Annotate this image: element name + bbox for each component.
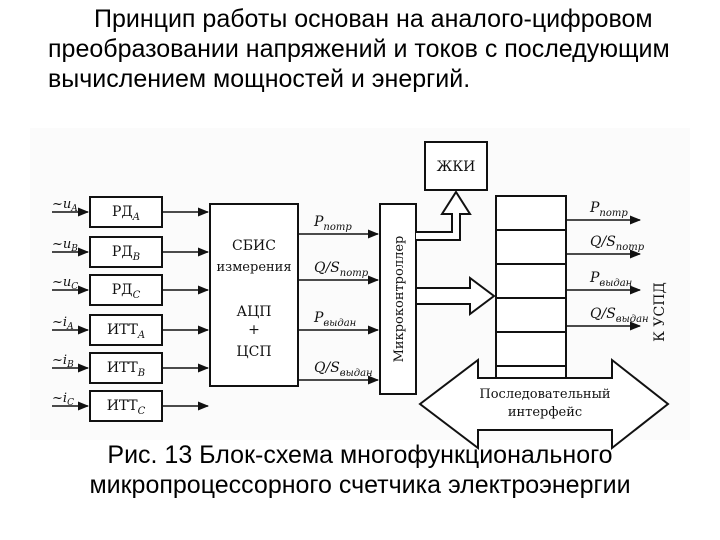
sbis-signal-label-3: Q/Sвыдан: [314, 360, 373, 379]
serial-interface-arrow: Последовательный интерфейс: [418, 357, 670, 451]
input-label-1: ~uB: [52, 237, 78, 254]
register-cell-2: [495, 263, 567, 299]
figure-caption: Рис. 13 Блок-схема многофункционального …: [0, 440, 720, 500]
sbis-signal-label-0: Pпотр: [313, 214, 352, 233]
sbis-line2: измерения: [216, 260, 291, 275]
sensor-blocks: РДA РДB РДC ИТТA ИТТB ИТТC: [89, 196, 210, 422]
output-register: [415, 195, 567, 401]
microcontroller-block: Микроконтроллер: [379, 203, 417, 395]
sensor-label-5: ИТТC: [107, 398, 146, 417]
microcontroller-label: Микроконтроллер: [392, 236, 407, 363]
sbis-line1: СБИС: [232, 238, 276, 254]
register-cell-0: [495, 195, 567, 231]
serial-interface-line2: интерфейс: [508, 405, 582, 420]
sensor-label-4: ИТТB: [107, 360, 145, 379]
register-cell-4: [495, 331, 567, 367]
display-arrow: [416, 190, 472, 241]
sbis-line4: +: [248, 322, 260, 338]
sensor-label-3: ИТТA: [107, 322, 145, 341]
display-label: ЖКИ: [437, 159, 476, 175]
input-label-5: ~iC: [52, 391, 74, 408]
sensor-box-4: [89, 352, 163, 384]
sbis-block: СБИС измерения АЦП + ЦСП: [209, 203, 299, 387]
output-signal-label-2: Pвыдан: [589, 270, 632, 289]
sensor-label-0: РДA: [112, 204, 140, 223]
display-block: ЖКИ: [424, 141, 488, 191]
sbis-line3: АЦП: [236, 304, 271, 320]
caption-line1: Рис. 13 Блок-схема многофункционального: [107, 441, 613, 469]
sensor-label-1: РДB: [112, 244, 140, 263]
intro-text: Принцип работы основан на аналого-цифров…: [48, 5, 670, 93]
output-signal-label-1: Q/Sпотр: [590, 234, 645, 253]
input-signals: ~uA ~uB ~uC ~iA ~iB ~iC: [52, 197, 90, 411]
register-input-arrow: [415, 276, 496, 316]
sensor-label-2: РДC: [112, 282, 141, 301]
serial-interface-line1: Последовательный: [479, 387, 610, 402]
input-label-4: ~iB: [52, 353, 74, 370]
register-cell-1: [495, 229, 567, 265]
sbis-signal-label-2: Pвыдан: [313, 310, 356, 329]
input-label-0: ~uA: [52, 197, 78, 214]
output-signal-label-0: Pпотр: [589, 200, 628, 219]
register-cell-3: [495, 297, 567, 333]
caption-line2: микропроцессорного счетчика электроэнерг…: [89, 471, 631, 499]
output-destination-label: К УСПД: [652, 282, 668, 342]
sbis-signal-label-1: Q/Sпотр: [314, 260, 369, 279]
output-signal-label-3: Q/Sвыдан: [590, 306, 649, 325]
sensor-box-0: [89, 196, 163, 228]
sbis-line5: ЦСП: [236, 344, 271, 360]
input-label-2: ~uC: [52, 275, 78, 292]
input-label-3: ~iA: [52, 315, 74, 332]
